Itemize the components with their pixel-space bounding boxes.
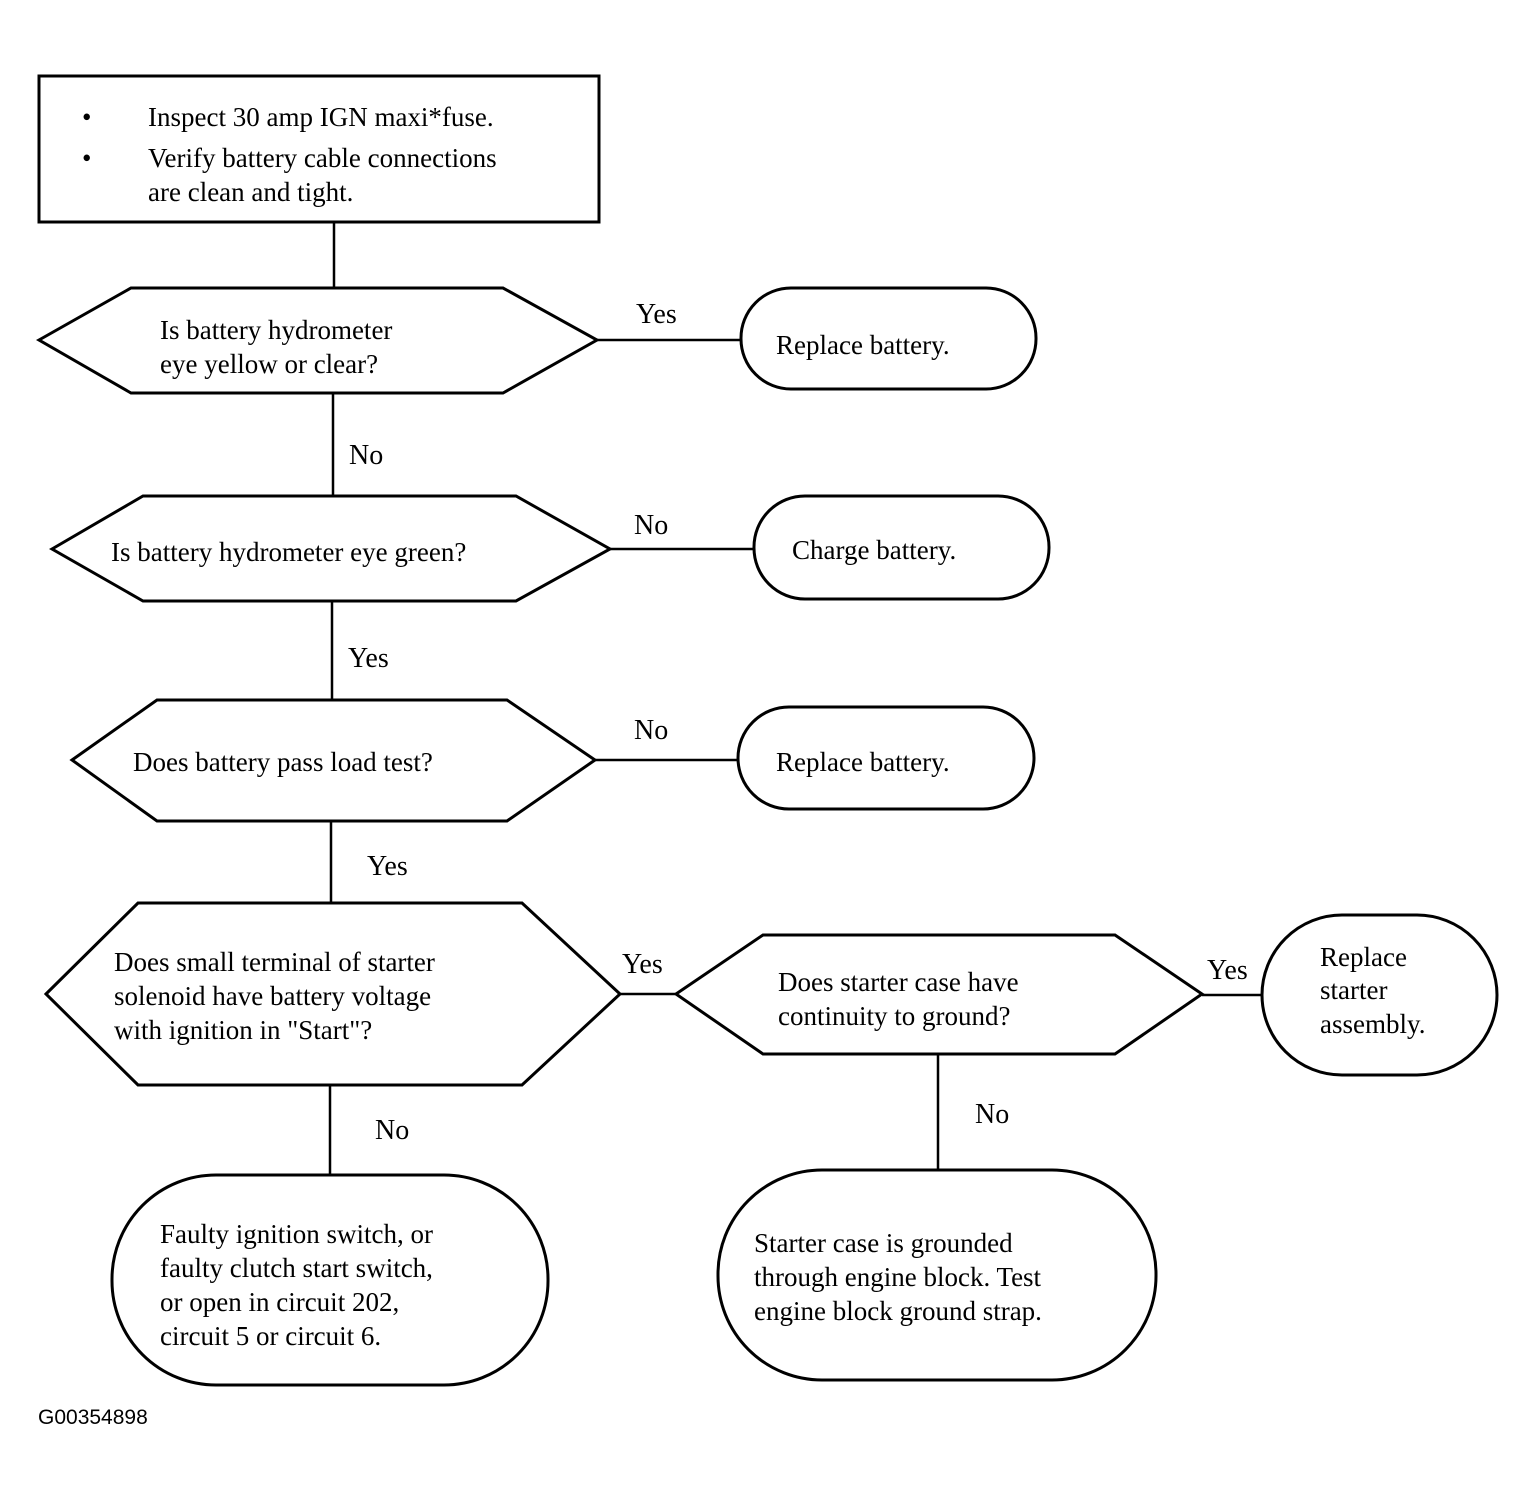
result5-line-1: Faulty ignition switch, or [160,1219,433,1249]
decision1-line-2: eye yellow or clear? [160,349,378,379]
decision5-line-2: continuity to ground? [778,1001,1010,1031]
result-faulty-switch [110,1173,550,1387]
label-d2-yes: Yes [348,643,389,674]
figure-code: G00354898 [38,1406,148,1429]
decision3-line-1: Does battery pass load test? [133,747,433,777]
result4-line-3: assembly. [1320,1009,1425,1039]
result-charge-battery [752,494,1051,601]
decision1-line-1: Is battery hydrometer [160,315,392,345]
result4-line-2: starter [1320,975,1387,1005]
start-bullet-1: • [82,102,91,132]
label-d4-yes: Yes [622,949,663,980]
result2-line-1: Charge battery. [792,535,956,565]
result-ground-strap [716,1168,1158,1382]
start-box-line-1: Inspect 30 amp IGN maxi*fuse. [148,102,494,132]
decision4-line-2: solenoid have battery voltage [114,981,431,1011]
decision-starter-continuity [673,933,1205,1056]
result3-line-1: Replace battery. [776,747,950,777]
start-bullet-2: • [82,143,91,173]
result5-line-2: faulty clutch start switch, [160,1253,433,1283]
result-replace-battery-2 [736,705,1036,811]
label-d5-no: No [975,1099,1009,1130]
result5-line-3: or open in circuit 202, [160,1287,399,1317]
result6-line-3: engine block ground strap. [754,1296,1042,1326]
result6-line-1: Starter case is grounded [754,1228,1013,1258]
label-d5-yes: Yes [1207,955,1248,986]
start-box-line-2: Verify battery cable connections [148,143,497,173]
label-d3-yes: Yes [367,851,408,882]
label-d2-no: No [634,510,668,541]
decision-hydrometer-green [48,494,614,603]
result1-line-1: Replace battery. [776,330,950,360]
result6-line-2: through engine block. Test [754,1262,1042,1292]
decision2-line-1: Is battery hydrometer eye green? [111,537,466,567]
start-box [37,74,601,224]
result5-line-4: circuit 5 or circuit 6. [160,1321,381,1351]
decision4-line-3: with ignition in "Start"? [114,1015,372,1045]
decision-solenoid-voltage [43,901,623,1087]
result-replace-starter [1260,913,1499,1077]
label-d1-no: No [349,440,383,471]
result-replace-battery-1 [739,286,1038,391]
result4-line-1: Replace [1320,942,1407,972]
label-d3-no: No [634,715,668,746]
label-d1-yes: Yes [636,299,677,330]
decision-hydrometer-yellow [35,286,601,395]
label-d4-no: No [375,1115,409,1146]
decision-load-test [69,698,598,823]
start-box-line-3: are clean and tight. [148,177,353,207]
decision5-line-1: Does starter case have [778,967,1019,997]
decision4-line-1: Does small terminal of starter [114,947,435,977]
